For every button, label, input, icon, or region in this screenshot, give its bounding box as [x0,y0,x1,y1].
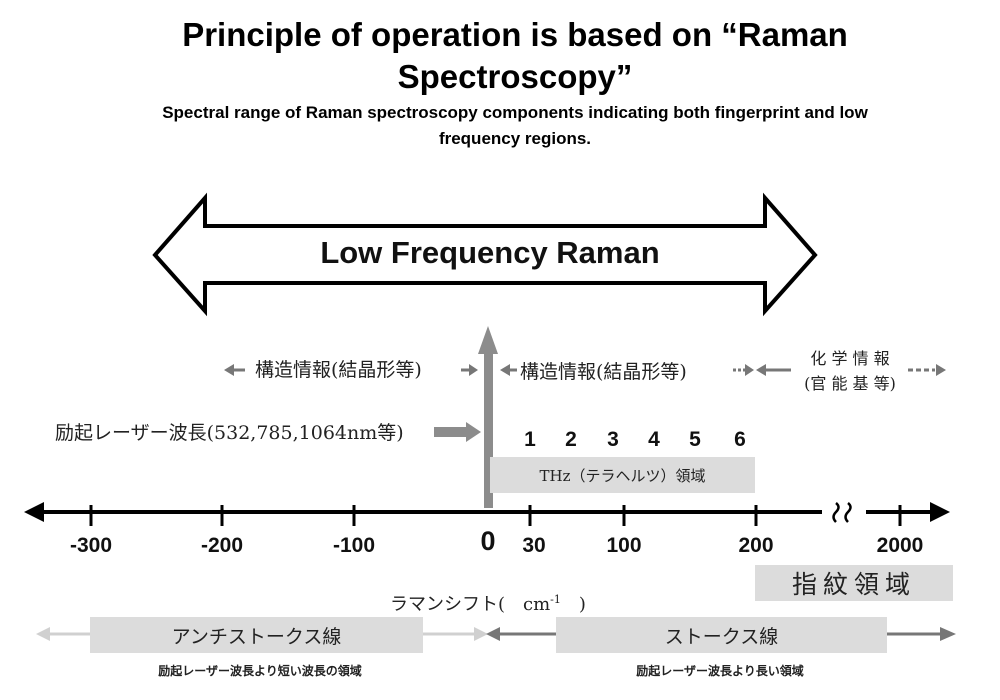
laser-arrow-shaft [434,427,468,437]
tick-label-100: 100 [606,534,642,557]
structural-info-right-label: 構造情報(結晶形等) [520,361,687,383]
anti-stokes-label: アンチストークス線 [171,625,342,648]
tick-label-30: 30 [522,534,546,557]
tick-label-neg200: -200 [200,534,244,557]
low-frequency-label: Low Frequency Raman [320,235,660,270]
tick-label-200: 200 [738,534,774,557]
stokes-label: ストークス線 [664,625,779,648]
structural-right-end-arrow [733,364,754,376]
thz-number-3: 3 [607,428,619,451]
thz-number-2: 2 [565,428,577,451]
excitation-laser-label: 励起レーザー波長(532,785,1064nm等) [55,422,404,444]
stokes-left-head [486,627,500,641]
thz-region-label: THz（テラヘルツ）領域 [539,466,706,485]
structural-left-arrow [224,364,245,376]
fingerprint-region-label: 指紋領域 [791,570,916,599]
chemical-right-arrow [908,364,946,376]
axis-label: ラマンシフト( cm-1 ) [390,590,586,616]
axis-label-exponent: -1 [550,593,561,606]
thz-number-1: 1 [524,428,536,451]
zero-vertical-arrow-head [478,326,498,354]
page-subtitle: Spectral range of Raman spectroscopy com… [162,103,868,148]
zero-vertical-arrow-shaft [484,352,493,508]
axis-right-arrowhead [930,502,950,522]
tick-label-neg100: -100 [332,534,376,557]
thz-number-5: 5 [689,428,701,451]
chemical-left-arrow [756,364,791,376]
anti-stokes-arrow-head [36,627,50,641]
structural-right-start-arrow [500,364,517,376]
axis-label-close: ) [560,594,586,615]
anti-stokes-right-head [474,627,488,641]
axis-break-symbol [832,502,852,523]
structural-info-left-label: 構造情報(結晶形等) [255,359,422,381]
chemical-info-label: 化 学 情 報 [810,349,890,368]
thz-number-6: 6 [734,428,746,451]
stokes-box: ストークス線 [556,617,887,653]
thz-number-4: 4 [648,428,660,451]
axis-tick-marks [89,505,902,526]
axis-label-text: ラマンシフト( cm [390,594,551,615]
stokes-note: 励起レーザー波長より長い領域 [636,664,804,678]
axis-left-arrowhead [24,502,44,522]
low-frequency-double-arrow [152,192,818,317]
tick-label-2000: 2000 [876,534,924,557]
anti-stokes-box: アンチストークス線 [90,617,423,653]
stokes-arrow-head [940,627,956,641]
tick-label-neg300: -300 [69,534,113,557]
structural-left-end-arrow [461,364,478,376]
functional-group-label: (官 能 基 等) [804,374,896,393]
laser-arrow-head [466,422,481,442]
fingerprint-region-box: 指紋領域 [755,565,953,601]
thz-region-box: THz（テラヘルツ）領域 [490,457,755,493]
anti-stokes-note: 励起レーザー波長より短い波長の領域 [158,664,362,678]
tick-label-zero: 0 [480,526,496,556]
page-title: Principle of operation is based on “Rama… [182,16,848,95]
